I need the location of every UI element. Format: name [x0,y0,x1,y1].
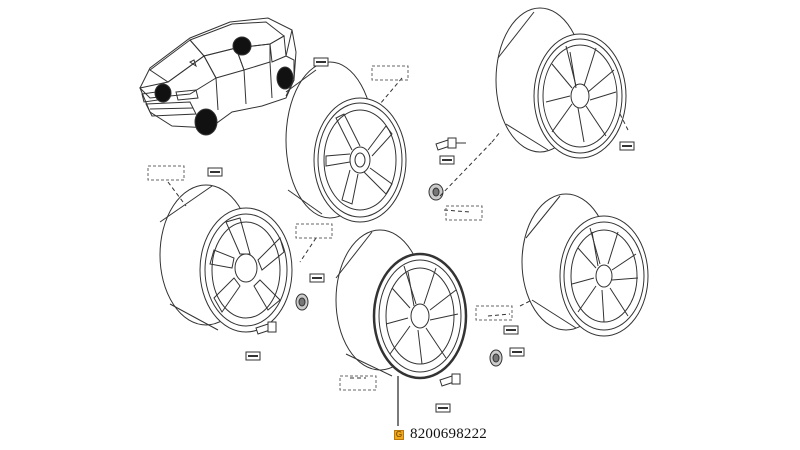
wheel-bolt-lower [439,373,461,387]
leader-lines [167,77,629,379]
part-number-callout[interactable]: G 8200698222 [394,426,487,443]
part-number-label: 8200698222 [410,426,487,442]
wheel-5-spoke-upper [285,61,407,223]
wheel-twin-spoke-upper-right [495,7,627,159]
callout-marker-icon: G [394,429,404,440]
center-cap-upper [428,183,444,201]
tag-boxes [207,57,635,413]
car-illustration [138,17,297,136]
wheel-twin-spoke-right [521,193,649,337]
wheel-with-hubcap-center [335,229,468,380]
label-placeholders [147,65,513,391]
wheel-alloy-left [159,184,293,333]
wheel-bolt-upper [435,137,466,151]
center-cap-left [295,293,309,311]
wheel-bolt-left [255,321,277,335]
center-cap-lower [489,349,503,367]
